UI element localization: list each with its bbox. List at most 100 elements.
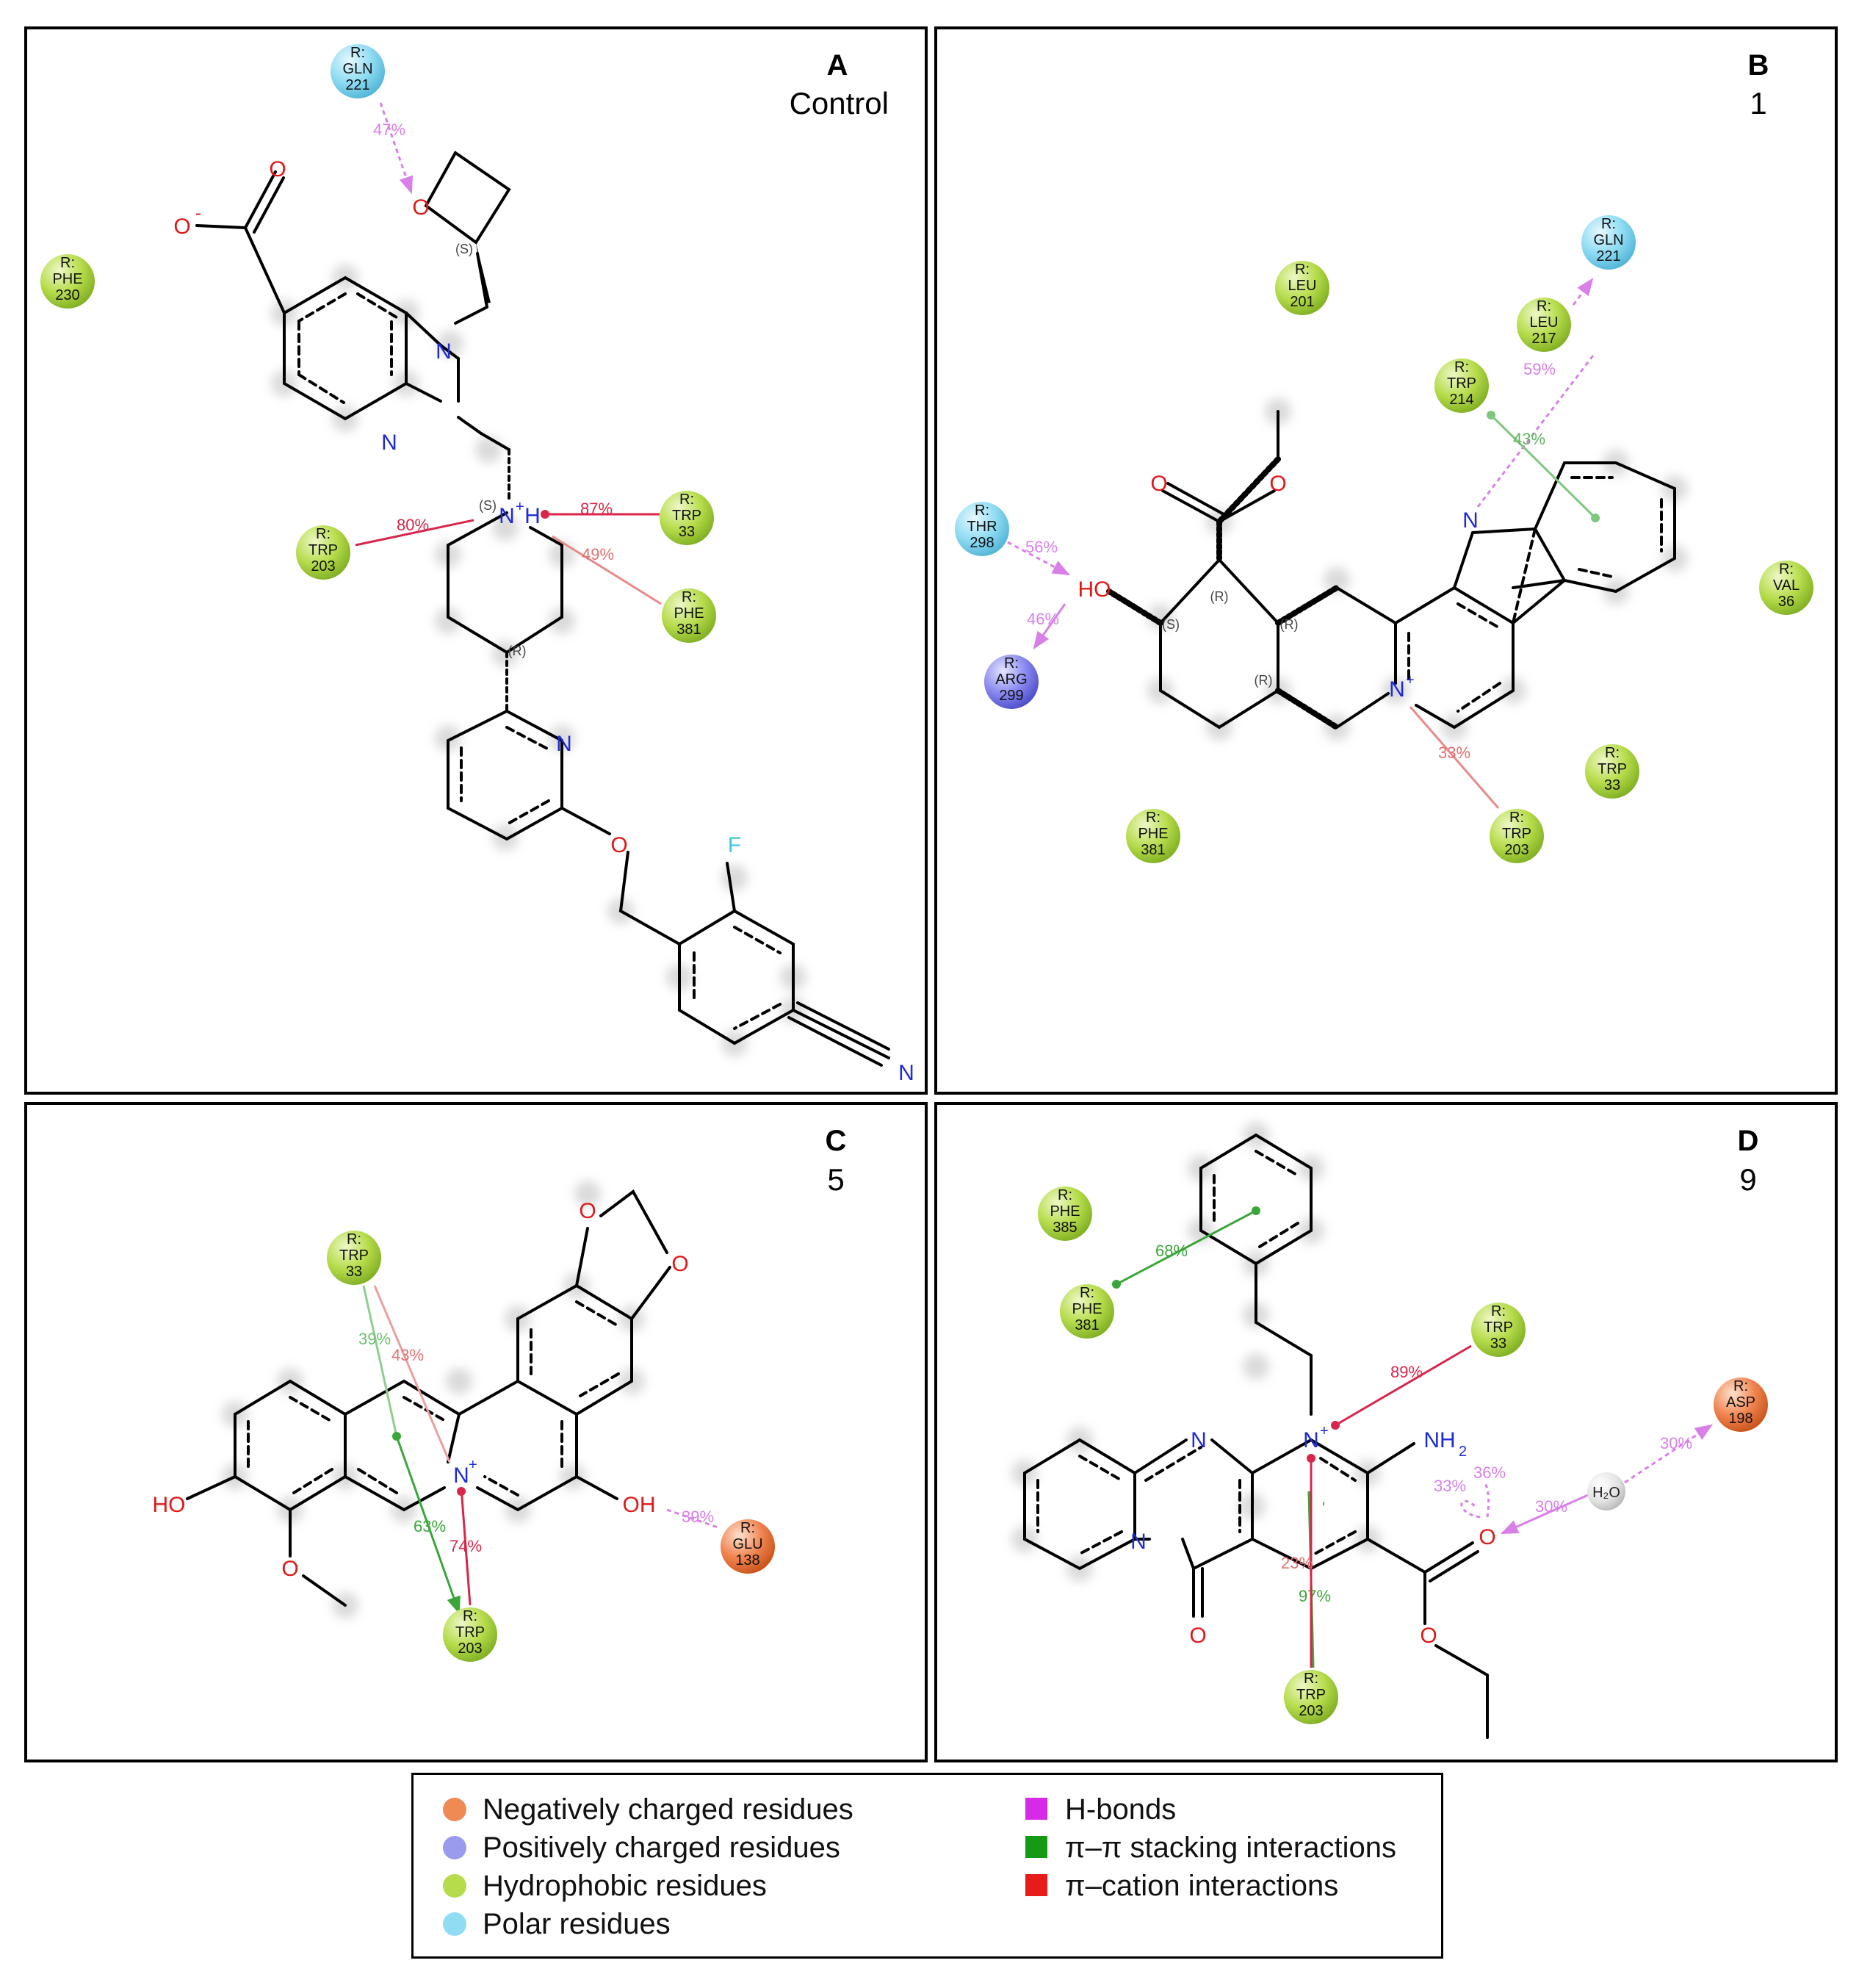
svg-text:299: 299 <box>999 688 1023 704</box>
svg-text:201: 201 <box>1290 294 1314 310</box>
legend-positive-swatch <box>443 1836 466 1859</box>
int-b-trp203-cation <box>1409 706 1500 809</box>
atom-a-o-minus: O <box>173 215 190 239</box>
svg-text:R:: R: <box>1304 1671 1318 1687</box>
residue-b-trp203: R: TRP 203 <box>1490 809 1544 863</box>
panel-c-caption: 5 <box>827 1162 844 1197</box>
svg-text:TRP: TRP <box>339 1247 369 1264</box>
panel-a-interactions: 47% 87% 80% 49% <box>355 102 662 605</box>
svg-text:R:: R: <box>316 526 331 542</box>
legend-stacking-swatch <box>1025 1836 1047 1858</box>
atom-d-plus: + <box>1320 1423 1329 1439</box>
residue-a-phe230: R: PHE 230 <box>40 254 95 309</box>
svg-text:TRP: TRP <box>1296 1687 1326 1703</box>
svg-text:198: 198 <box>1728 1411 1752 1427</box>
atom-c-n-plus: N <box>453 1463 469 1488</box>
atom-a-n-imid2: N <box>381 431 397 455</box>
svg-text:TRP: TRP <box>455 1624 485 1641</box>
svg-text:LEU: LEU <box>1288 278 1317 294</box>
int-d-water-asp-pct: 30% <box>1660 1434 1692 1452</box>
atom-a-n-pyr: N <box>556 732 572 756</box>
svg-text:R:: R: <box>740 1520 755 1536</box>
atom-a-n-pip: N <box>499 504 515 528</box>
svg-text:33: 33 <box>346 1264 362 1280</box>
stereo-b-r2: (R) <box>1280 617 1299 632</box>
residue-b-trp33: R: TRP 33 <box>1585 744 1639 799</box>
residue-d-trp203: R: TRP 203 <box>1284 1670 1338 1724</box>
atom-b-o-ester: O <box>1269 472 1286 496</box>
panel-d-atoms: N N + N NH 2 O O O ' <box>1130 1423 1496 1648</box>
panel-c-molecule-bonds <box>186 1189 671 1607</box>
svg-text:VAL: VAL <box>1773 577 1800 594</box>
int-c-trp203-cation-pct: 74% <box>450 1537 482 1555</box>
svg-text:R:: R: <box>1605 745 1620 761</box>
svg-text:R:: R: <box>1509 810 1524 826</box>
residue-b-leu217: R: LEU 217 <box>1517 298 1571 352</box>
int-c-trp203-stack <box>395 1436 461 1615</box>
svg-text:R:: R: <box>1537 298 1551 314</box>
atom-b-n-indole: N <box>1462 508 1479 533</box>
water-molecule: H₂O <box>1587 1472 1625 1510</box>
stereo-a-s1: (S) <box>455 242 473 256</box>
int-d-trp33-dot <box>1331 1421 1340 1430</box>
svg-text:230: 230 <box>55 287 79 303</box>
residue-b-thr298: R: THR 298 <box>955 502 1009 556</box>
stereo-b-r1: (R) <box>1210 589 1229 604</box>
int-d-o-36 <box>1482 1482 1490 1518</box>
int-c-trp203-cation-dot <box>457 1487 466 1496</box>
svg-text:R:: R: <box>1454 359 1469 375</box>
residue-a-phe381: R: PHE 381 <box>662 588 716 643</box>
atom-d-o-ester-carb: O <box>1479 1525 1495 1549</box>
svg-text:R:: R: <box>975 503 989 519</box>
panel-a-letter: A <box>827 49 848 82</box>
svg-text:TRP: TRP <box>672 508 701 524</box>
int-a-gln221-pct: 47% <box>373 120 405 139</box>
svg-text:R:: R: <box>1779 561 1794 577</box>
svg-text:PHE: PHE <box>1072 1301 1102 1317</box>
legend-hbond-label: H-bonds <box>1065 1793 1177 1826</box>
residue-a-gln221: R: GLN 221 <box>331 44 385 98</box>
panel-d-frame <box>934 1102 1838 1762</box>
svg-text:R:: R: <box>682 589 696 605</box>
int-d-phe381-stack <box>1116 1209 1257 1286</box>
panel-a-wedge <box>476 242 491 303</box>
panel-b-residues: R: GLN 221 R: LEU 201 R: LEU 217 R: TRP … <box>955 215 1813 863</box>
atom-b-plus: + <box>1406 672 1415 688</box>
svg-text:385: 385 <box>1053 1220 1077 1236</box>
svg-text:221: 221 <box>1596 248 1620 264</box>
panel-d-letter: D <box>1738 1125 1759 1157</box>
svg-text:381: 381 <box>676 622 701 638</box>
svg-text:TRP: TRP <box>1502 826 1531 842</box>
int-d-o-36-pct: 36% <box>1473 1463 1506 1482</box>
svg-text:381: 381 <box>1141 842 1165 858</box>
svg-text:298: 298 <box>970 535 994 551</box>
legend-negative-swatch <box>443 1798 466 1821</box>
water-label: H₂O <box>1592 1485 1620 1501</box>
svg-text:LEU: LEU <box>1530 314 1559 331</box>
atom-d-sub2: 2 <box>1459 1444 1467 1460</box>
int-b-arg299-hbond <box>1033 603 1066 649</box>
panel-b-caption: 1 <box>1750 86 1766 120</box>
residue-b-val36: R: VAL 36 <box>1759 561 1813 615</box>
atom-a-n-imid1: N <box>436 339 452 364</box>
legend: Negatively charged residues Positively c… <box>411 1773 1443 1959</box>
atom-d-nh2: NH <box>1423 1428 1455 1452</box>
panel-a-halos <box>271 264 806 1056</box>
atom-d-n-bottom: N <box>1130 1530 1147 1554</box>
residue-b-leu201: R: LEU 201 <box>1275 261 1329 315</box>
int-d-trp33-cation <box>1335 1344 1472 1427</box>
atom-b-ho: HO <box>1078 577 1111 602</box>
svg-text:GLU: GLU <box>732 1536 762 1552</box>
int-d-water-o <box>1500 1494 1589 1535</box>
atom-c-plus: + <box>469 1457 477 1473</box>
int-d-o-33 <box>1460 1499 1481 1519</box>
panel-b-frame <box>934 26 1838 1095</box>
svg-text:GLN: GLN <box>342 61 372 77</box>
svg-text:203: 203 <box>311 558 335 575</box>
panel-a-molecule-bonds <box>195 151 890 1067</box>
svg-text:33: 33 <box>1490 1336 1506 1352</box>
svg-text:TRP: TRP <box>308 542 338 558</box>
svg-text:GLN: GLN <box>1593 232 1623 248</box>
svg-text:PHE: PHE <box>1138 826 1168 842</box>
panel-b-atoms: O O HO N N + (S) (R) (R) (R) <box>1078 472 1479 702</box>
